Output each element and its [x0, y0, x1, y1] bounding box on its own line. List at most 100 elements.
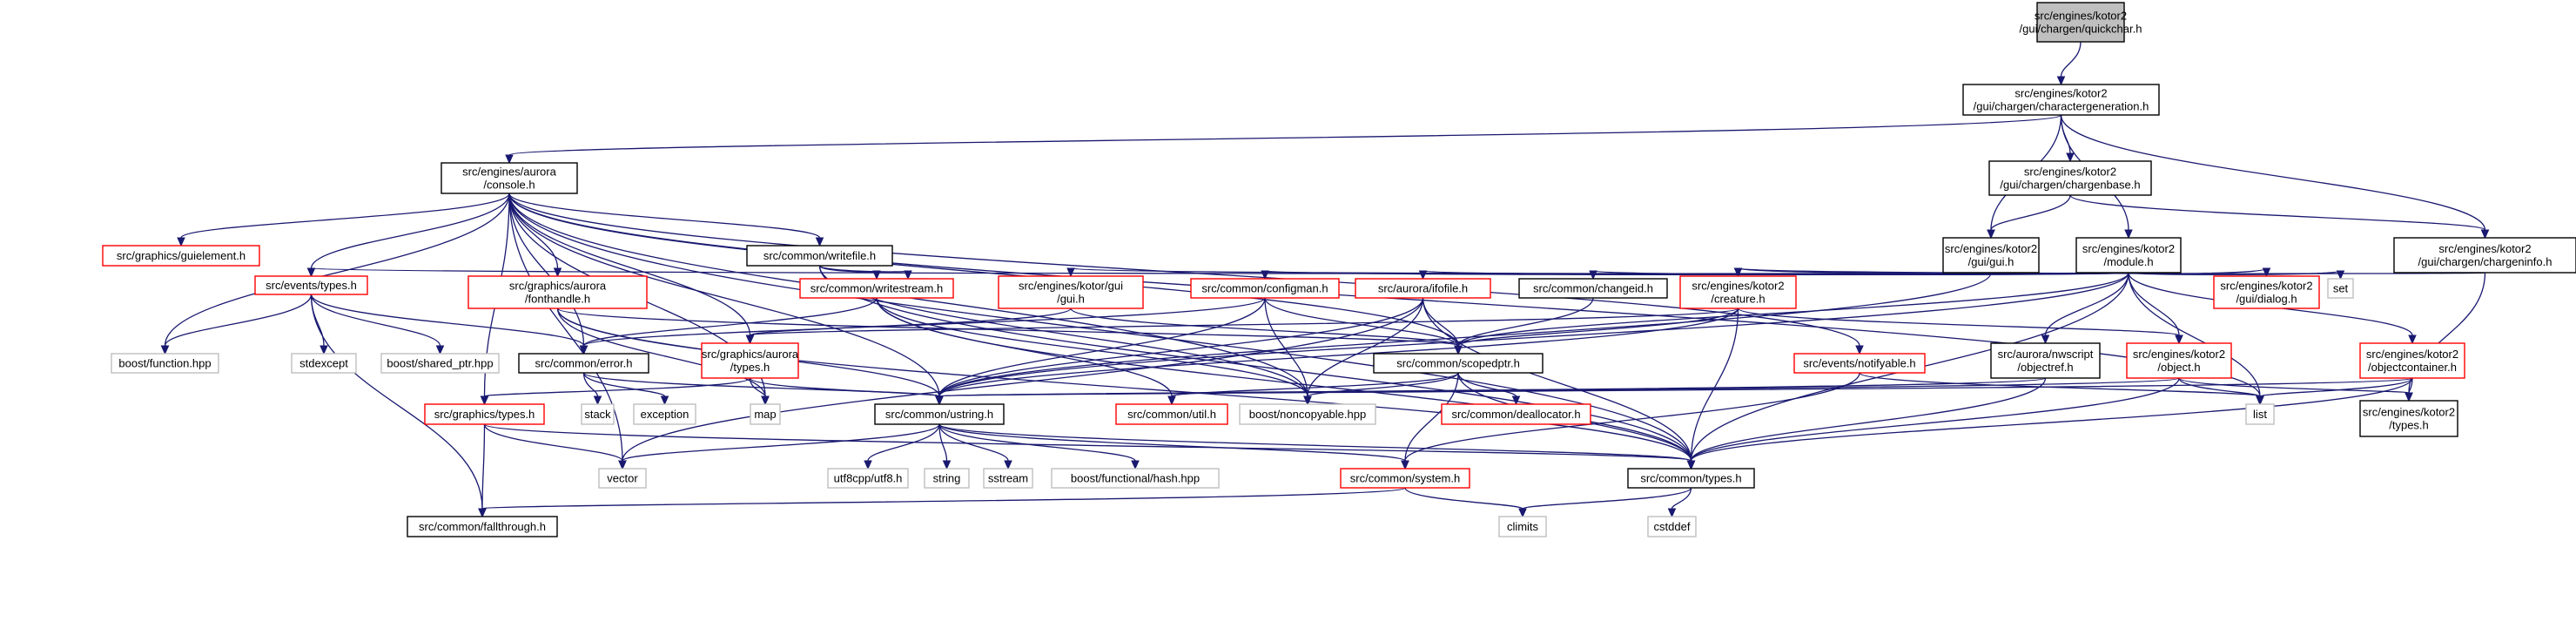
edge-line [2069, 194, 2486, 231]
node-chargenbase[interactable]: src/engines/kotor2/gui/chargen/chargenba… [1988, 160, 2152, 196]
edge-object-to-commontypes [1686, 377, 2180, 470]
node-box [1115, 403, 1228, 425]
edge-system-to-fallthrough [478, 487, 1406, 518]
node-writestream[interactable]: src/common/writestream.h [799, 278, 954, 299]
node-deallocator[interactable]: src/common/deallocator.h [1441, 403, 1591, 425]
node-label: list [2253, 408, 2267, 421]
node-ustring[interactable]: src/common/ustring.h [874, 403, 1005, 425]
edge-line [1404, 372, 1459, 462]
edge-line [508, 114, 2062, 156]
node-label: src/graphics/aurora [702, 348, 799, 361]
node-commontypes[interactable]: src/common/types.h [1627, 468, 1755, 489]
edge-ustring-to-string [938, 423, 952, 470]
node-chargeneration[interactable]: src/engines/kotor2/gui/chargen/character… [1962, 84, 2160, 116]
edge-eventstypes-to-sharedptr [310, 294, 445, 355]
edge-line [1522, 487, 1692, 510]
edge-arrowhead [1518, 508, 1527, 518]
edge-line [1690, 377, 2413, 462]
node-ifofile[interactable]: src/aurora/ifofile.h [1355, 278, 1491, 299]
node-box [1340, 468, 1470, 489]
node-objectcontainer[interactable]: src/engines/kotor2/objectcontainer.h [2359, 342, 2465, 379]
node-guielement[interactable]: src/graphics/guielement.h [102, 245, 260, 267]
node-error[interactable]: src/common/error.h [518, 353, 649, 374]
edge-arrowhead [745, 335, 755, 345]
edge-console-to-eventstypes [306, 193, 510, 278]
edge-line [2128, 272, 2261, 397]
edge-line [1070, 307, 1459, 347]
node-box [598, 468, 647, 489]
edge-line [938, 423, 1009, 462]
node-configman[interactable]: src/common/configman.h [1190, 278, 1340, 299]
node-k2types[interactable]: src/engines/kotor2/types.h [2359, 400, 2458, 437]
edge-arrowhead [2262, 267, 2271, 278]
edge-quickchar-to-chargeneration [2056, 41, 2082, 86]
node-label: src/common/util.h [1127, 408, 1216, 421]
node-util[interactable]: src/common/util.h [1115, 403, 1228, 425]
edge-arrowhead [660, 395, 669, 406]
node-stdexcept: stdexcept [291, 353, 357, 374]
node-auroratypes[interactable]: src/graphics/aurora/types.h [701, 342, 799, 379]
edge-arrowhead [2066, 152, 2075, 163]
node-graphicstypes[interactable]: src/graphics/types.h [424, 403, 545, 425]
edge-line [938, 423, 1406, 462]
node-changeid[interactable]: src/common/changeid.h [1518, 278, 1668, 299]
edge-line [1690, 307, 1739, 462]
node-objectref[interactable]: src/aurora/nwscript/objectref.h [1990, 342, 2101, 379]
node-dialog[interactable]: src/engines/kotor2/gui/dialog.h [2213, 275, 2320, 309]
edge-arrowhead [1667, 508, 1677, 518]
edge-arrowhead [2404, 392, 2413, 402]
edge-arrowhead [1686, 460, 1696, 470]
node-scopedptr[interactable]: src/common/scopedptr.h [1373, 353, 1544, 374]
edge-line [508, 193, 1459, 347]
edge-line [867, 423, 940, 462]
node-label: /types.h [2389, 419, 2429, 432]
edge-line [749, 377, 766, 397]
node-fonthandle[interactable]: src/graphics/aurora/fonthandle.h [467, 275, 648, 309]
edge-arrowhead [1418, 270, 1428, 280]
node-creature[interactable]: src/engines/kotor2/creature.h [1679, 275, 1797, 309]
node-chargeninfo[interactable]: src/engines/kotor2/gui/chargen/chargenin… [2393, 237, 2576, 274]
node-eventstypes[interactable]: src/events/types.h [254, 275, 368, 295]
node-module[interactable]: src/engines/kotor2/module.h [2075, 237, 2182, 274]
node-label: src/graphics/types.h [434, 408, 535, 421]
edge-chargenbase-to-k2gui [1987, 194, 2071, 240]
node-box [827, 468, 909, 489]
edge-arrowhead [435, 345, 445, 355]
node-quickchar[interactable]: src/engines/kotor2/gui/chargen/quickchar… [2020, 2, 2142, 43]
node-label: src/engines/kotor2 [2082, 242, 2175, 255]
node-kotorgui[interactable]: src/engines/kotor/gui/gui.h [998, 275, 1144, 309]
edge-line [556, 307, 766, 397]
node-box [750, 403, 781, 425]
edge-line [310, 193, 510, 269]
node-object[interactable]: src/engines/kotor2/object.h [2126, 342, 2232, 379]
edge-line [938, 297, 1266, 397]
edge-line [2259, 377, 2413, 397]
edge-line [938, 307, 1739, 397]
edge-line [2408, 377, 2413, 394]
edge-line [310, 294, 325, 347]
node-system[interactable]: src/common/system.h [1340, 468, 1470, 489]
edge-line [938, 423, 1692, 462]
edge-line [1457, 307, 1739, 347]
edge-eventstypes-to-stdexcept [310, 294, 328, 355]
edge-commontypes-to-cstddef [1667, 487, 1692, 518]
node-fallthrough[interactable]: src/common/fallthrough.h [407, 516, 558, 537]
node-box [424, 403, 545, 425]
edge-graphicstypes-to-vector [483, 423, 627, 470]
edge-scopedptr-to-deallocator [1457, 372, 1521, 406]
node-console[interactable]: src/engines/aurora/console.h [441, 162, 578, 194]
node-sstream: sstream [983, 468, 1033, 489]
edge-console-to-notifyable [508, 193, 1864, 355]
node-box [1518, 278, 1668, 299]
node-box [998, 275, 1144, 309]
node-notifyable[interactable]: src/events/notifyable.h [1793, 353, 1926, 374]
node-box [874, 403, 1005, 425]
edge-line [1404, 487, 1523, 510]
node-label: src/engines/kotor2 [2133, 348, 2225, 361]
edge-line [2044, 272, 2129, 336]
node-label: vector [607, 472, 638, 485]
node-writefile[interactable]: src/common/writefile.h [746, 245, 893, 267]
node-box [291, 353, 357, 374]
node-k2gui[interactable]: src/engines/kotor2/gui/gui.h [1942, 237, 2040, 274]
